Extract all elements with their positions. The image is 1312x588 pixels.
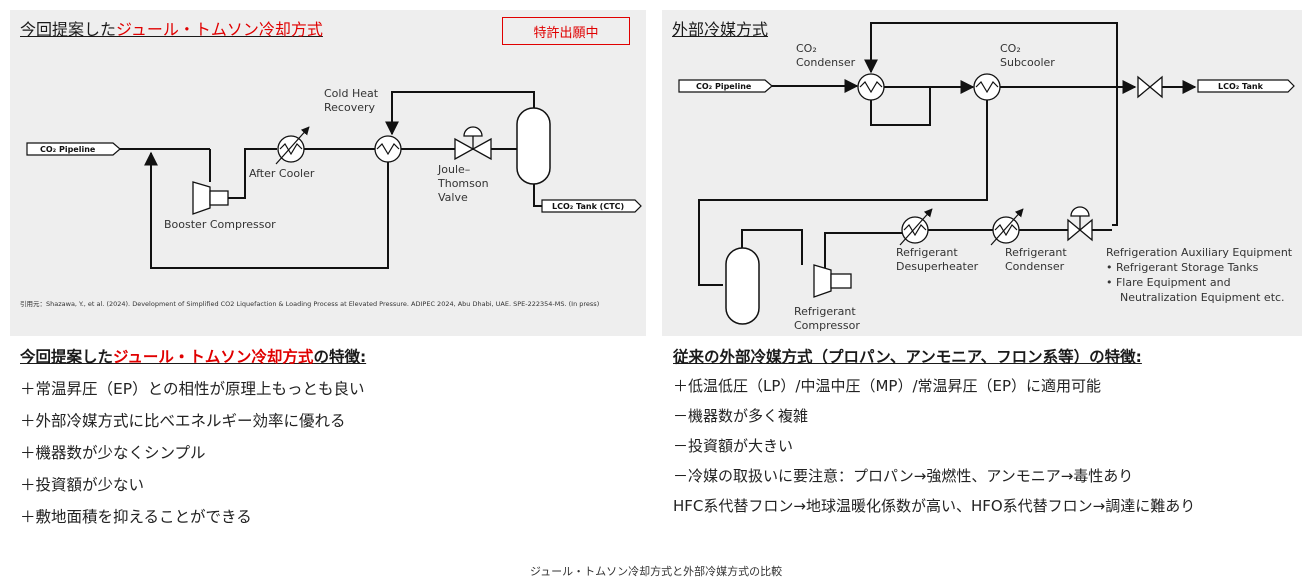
co2-condenser-label-1: CO₂ [796,42,817,55]
external-feature-item: －冷媒の取扱いに要注意：プロパン→強燃性、アンモニア→毒性あり [673,467,1134,485]
jt-valve-label-2: Thomson [437,177,489,190]
patent-pending-badge: 特許出願中 [502,17,630,45]
refrigerant-discharge [824,232,902,268]
jt-valve-b [471,137,492,161]
co2-subcooler [973,73,1001,101]
co2-condenser-label-2: Condenser [796,56,856,69]
refrigerant-valve-actuator [1070,206,1090,217]
aux-title: Refrigeration Auxiliary Equipment [1106,246,1293,259]
lco2-tank-label: LCO₂ Tank [1218,82,1264,91]
aux-item-2: • Flare Equipment and [1106,276,1231,289]
vapor-return-line [385,91,535,136]
external-feature-item: －投資額が大きい [673,437,794,455]
jt-cooling-panel: 今回提案したジュール・トムソン冷却方式 特許出願中 CO₂ Pipeline B… [10,10,646,336]
features-title-highlight: ジュール・トムソン冷却方式 [113,348,314,366]
refrigerant-condenser-coil [994,224,1018,237]
jt-features-title: 今回提案したジュール・トムソン冷却方式の特徴: [20,345,366,367]
after-cooler-arrow [275,126,310,165]
condenser-coil [859,81,883,94]
refrigerant-compressor-label-1: Refrigerant [794,305,856,318]
title-prefix: 今回提案した [20,20,117,39]
desuperheater-label-1: Refrigerant [896,246,958,259]
external-feature-item: HFC系代替フロン→地球温暖化係数が高い、HFO系代替フロン→調達に難あり [673,497,1196,515]
co2-subcooler-label-2: Subcooler [1000,56,1055,69]
figure-caption: ジュール・トムソン冷却方式と外部冷媒方式の比較 [529,565,783,578]
lco2-tank-box [541,199,642,213]
aux-item-3: Neutralization Equipment etc. [1106,291,1285,304]
subcooler-coil [975,81,999,94]
jt-panel-title: 今回提案したジュール・トムソン冷却方式 [20,16,323,40]
jt-feature-item: ＋常温昇圧（EP）との相性が原理上もっとも良い [20,380,365,398]
co2-pipeline-box [678,79,773,93]
refrigerant-condenser-label-2: Condenser [1005,260,1065,273]
co2-subcooler-label-1: CO₂ [1000,42,1021,55]
jt-process-diagram: CO₂ Pipeline Booster Compressor After Co… [26,87,642,269]
jt-valve-actuator [463,126,483,137]
after-cooler-label: After Cooler [249,167,315,180]
recycle-loop [144,150,389,269]
external-refrigerant-panel: 外部冷媒方式 CO₂ Pipeline CO₂ Condenser CO₂ Su… [662,10,1302,336]
external-refrigerant-diagram: CO₂ Pipeline CO₂ Condenser CO₂ Subcooler… [678,22,1295,332]
co2-pipeline-label: CO₂ Pipeline [40,145,96,154]
external-panel-title: 外部冷媒方式 [672,20,769,39]
booster-compressor [192,181,211,215]
desuperheater-coil [903,224,927,237]
lco2-tank-label: LCO₂ Tank (CTC) [552,202,624,211]
cold-heat-recovery-exchanger [374,135,402,163]
after-cooler-coil [279,143,303,156]
citation: 引用元：Shazawa, Y., et al. (2024). Developm… [20,300,600,308]
lco2-tank-box [1197,79,1295,93]
compressor-motor [209,190,229,206]
refrigerant-condenser-label-1: Refrigerant [1005,246,1067,259]
jt-feature-item: ＋機器数が少なくシンプル [20,444,206,462]
subcooler-return [698,100,988,286]
external-feature-item: －機器数が多く複雑 [673,407,809,425]
co2-pipeline-box [26,142,121,156]
co2-pipeline-label: CO₂ Pipeline [696,82,752,91]
ls-valve-a [1137,75,1152,99]
co2-condenser [857,73,885,101]
refrigerant-valve-b [1078,218,1093,242]
ls-valve-b [1148,75,1163,99]
external-features-title: 従来の外部冷媒方式（プロパン、アンモニア、フロン系等）の特徴: [673,348,1142,366]
refrigerant-top-loop [864,22,1118,226]
line-to-tank [533,184,542,207]
jt-feature-item: ＋外部冷媒方式に比べエネルギー効率に優れる [20,412,346,430]
refrigerant-valve-a [1067,218,1082,242]
drum-to-compressor [741,229,803,265]
aux-item-1: • Refrigerant Storage Tanks [1106,261,1259,274]
title-highlight: ジュール・トムソン冷却方式 [116,20,323,39]
refrigerant-compressor-motor [830,273,852,289]
jt-valve-label-3: Valve [438,191,468,204]
external-feature-item: ＋低温低圧（LP）/中温中圧（MP）/常温昇圧（EP）に適用可能 [673,377,1102,395]
desuperheater-label-2: Desuperheater [896,260,979,273]
suction-drum [725,247,760,325]
compressor-discharge-line [228,148,277,199]
jt-feature-item: ＋投資額が少ない [20,476,145,494]
jt-valve [454,137,475,161]
cold-heat-label-2: Recovery [324,101,375,114]
cold-heat-label-1: Cold Heat [324,87,379,100]
desuperheater-arrow [899,208,933,246]
booster-compressor-label: Booster Compressor [164,218,276,231]
condenser-to-subcooler [870,86,931,126]
refrigerant-condenser-arrow [990,208,1024,246]
features-title-prefix: 今回提案した [20,348,114,366]
refrigerant-compressor-label-2: Compressor [794,319,860,332]
jt-feature-item: ＋敷地面積を抑えることができる [20,508,252,526]
separator-vessel [516,107,551,185]
recovery-coil [376,143,400,156]
refrigerant-compressor [813,264,832,298]
features-title-suffix: の特徴: [313,348,367,366]
jt-valve-label-1: Joule– [437,163,470,176]
